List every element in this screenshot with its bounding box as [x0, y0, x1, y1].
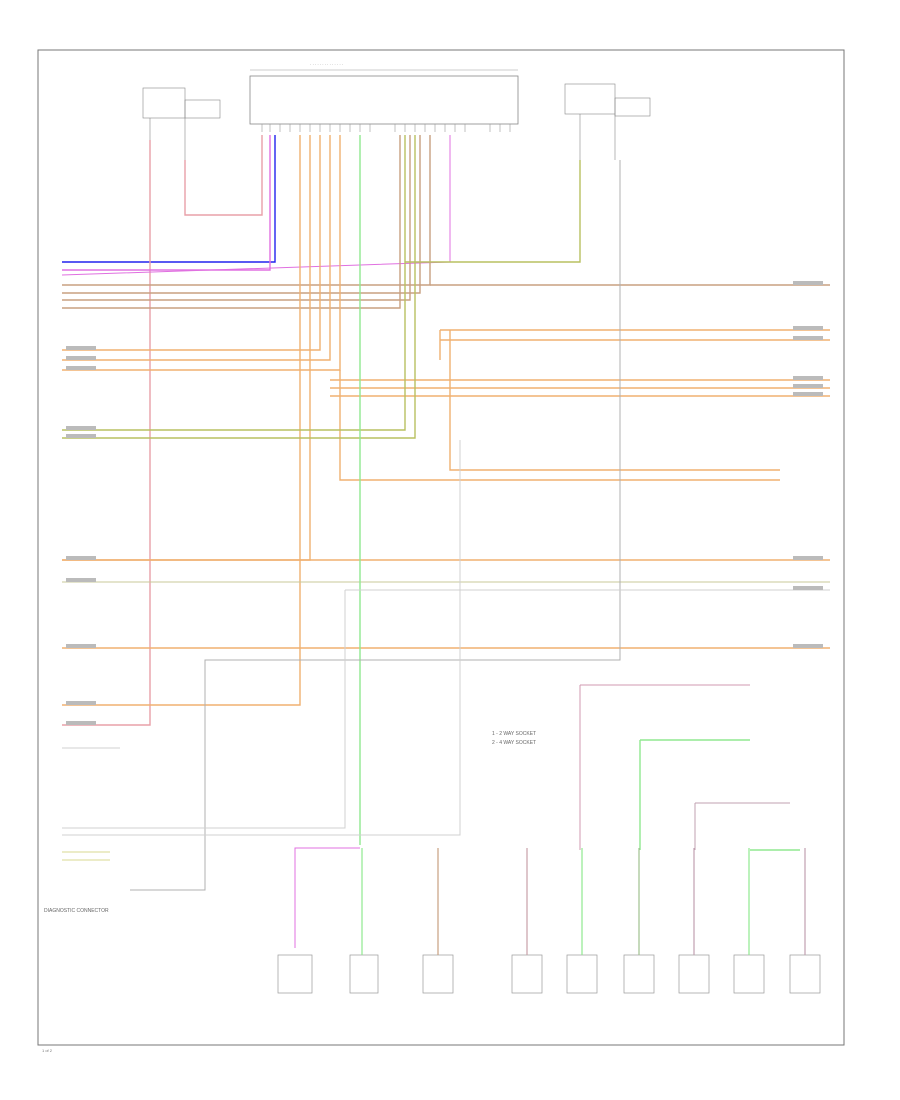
connector-1	[277, 954, 313, 994]
svg-text:· · · · · · · · · · · · · ·: · · · · · · · · · · · · · ·	[310, 62, 343, 67]
fuse-block-left	[142, 87, 221, 160]
page-code: 1 of 2	[42, 1048, 53, 1053]
connector-leads	[361, 848, 806, 955]
connector-5	[566, 954, 598, 994]
wires	[61, 135, 830, 948]
diagnostic-connector-label: DIAGNOSTIC CONNECTOR	[44, 908, 109, 914]
legend-item-2: 2 - 4 WAY SOCKET	[492, 740, 536, 746]
legend-item-1: 1 - 2 WAY SOCKET	[492, 731, 536, 737]
connector-3	[422, 954, 454, 994]
wire-id-markers	[66, 281, 823, 725]
fuse-block-right	[564, 83, 651, 160]
control-module: · · · · · · · · · · · · · ·	[249, 62, 519, 125]
connector-8	[733, 954, 765, 994]
diagram-border	[37, 49, 845, 1046]
connector-7	[678, 954, 710, 994]
connector-4	[511, 954, 543, 994]
connector-9	[789, 954, 821, 994]
bottom-connectors	[277, 954, 821, 994]
connector-2	[349, 954, 379, 994]
module-pins	[261, 124, 511, 132]
connector-6	[623, 954, 655, 994]
legend: 1 - 2 WAY SOCKET 2 - 4 WAY SOCKET	[492, 731, 536, 746]
